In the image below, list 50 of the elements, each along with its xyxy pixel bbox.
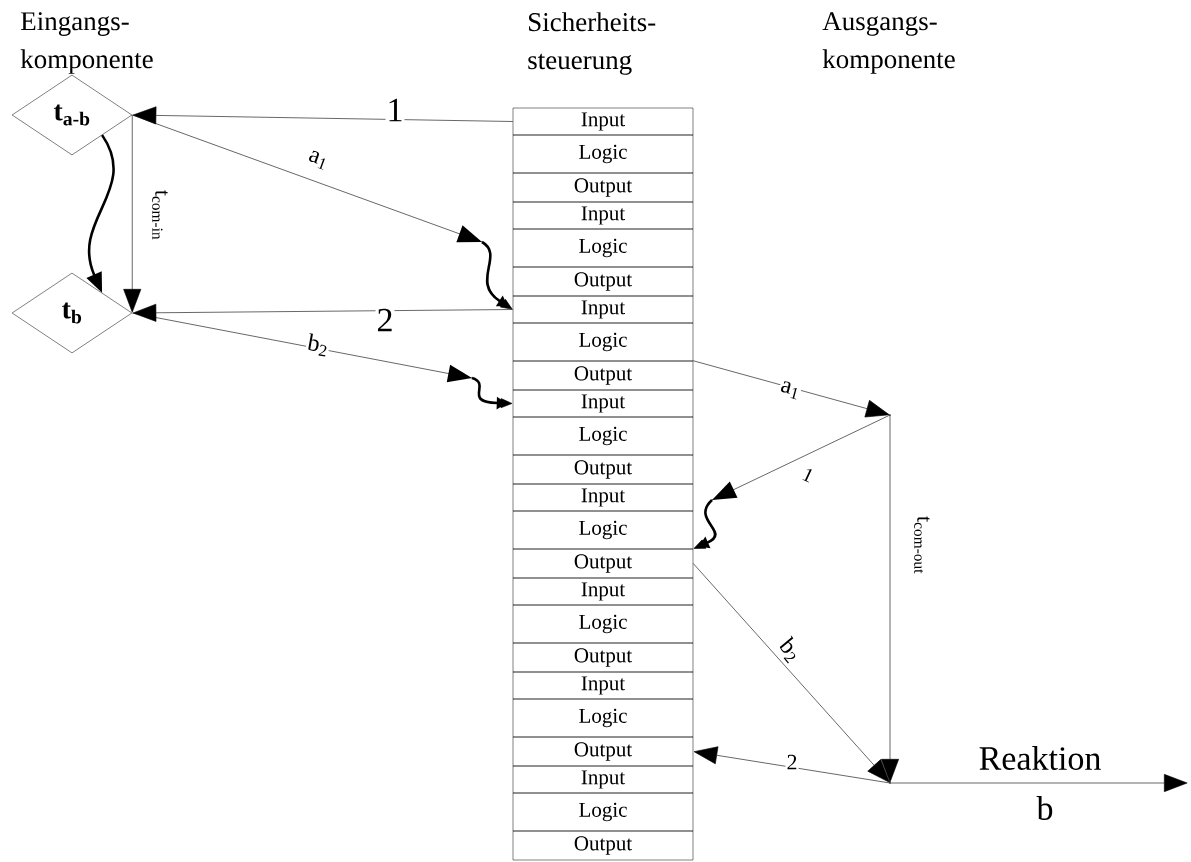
diamond-node: t$_{b}$ [11,272,133,354]
stage-box: Input [512,107,694,136]
arrow [889,774,1188,792]
arrow [692,563,890,783]
stage-box: Logic [512,416,694,456]
diamond-node: t$_{a-b}$ [11,74,133,156]
stage-box: Input [512,201,694,230]
edge-label: a$_{1}$ [304,148,332,172]
wavy-arrow [131,114,513,310]
arrow [132,303,514,322]
stage-box: Output [512,266,694,297]
stage-box: Output [512,736,694,767]
edge-label: 2 [785,753,799,771]
arrow [693,746,891,784]
stage-box: Output [512,830,694,861]
text-label: b [1036,796,1053,820]
edge-label: t$_{com-in}$ [151,188,169,242]
edge-label: 1 [799,465,817,485]
stage-box: Output [512,454,694,485]
edge-label: Reaktion [977,745,1103,771]
edge-label: 2 [375,307,395,333]
stage-box: Logic [512,510,694,550]
column-heading: Ausgangs- komponente [822,12,955,74]
stage-box: Logic [512,792,694,832]
edge-label: t$_{com-out}$ [913,515,931,575]
arrow [692,360,890,418]
stage-box: Input [512,765,694,794]
edge-label: b$_{2}$ [304,332,332,358]
edge-label: b$_{2}$ [774,634,806,666]
stage-box: Logic [512,322,694,362]
stage-box: Output [512,642,694,673]
stage-box: Output [512,172,694,203]
stage-box: Input [512,389,694,418]
stage-box: Input [512,671,694,700]
stage-box: Output [512,548,694,579]
stage-box: Input [512,577,694,606]
stage-box: Input [512,295,694,324]
stage-box: Logic [512,134,694,174]
stage-box: Output [512,360,694,391]
arrow [123,114,142,313]
stage-box: Logic [512,698,694,738]
edge-label: 1 [385,97,405,123]
edge-label: a$_{1}$ [777,379,803,401]
column-heading: Sicherheits- steuerung [528,12,656,75]
stage-box: Logic [512,228,694,268]
stage-box: Input [512,483,694,512]
arrow [881,414,899,783]
arrow [132,106,514,125]
stage-box: Logic [512,604,694,644]
wavy-arrow [693,414,891,549]
